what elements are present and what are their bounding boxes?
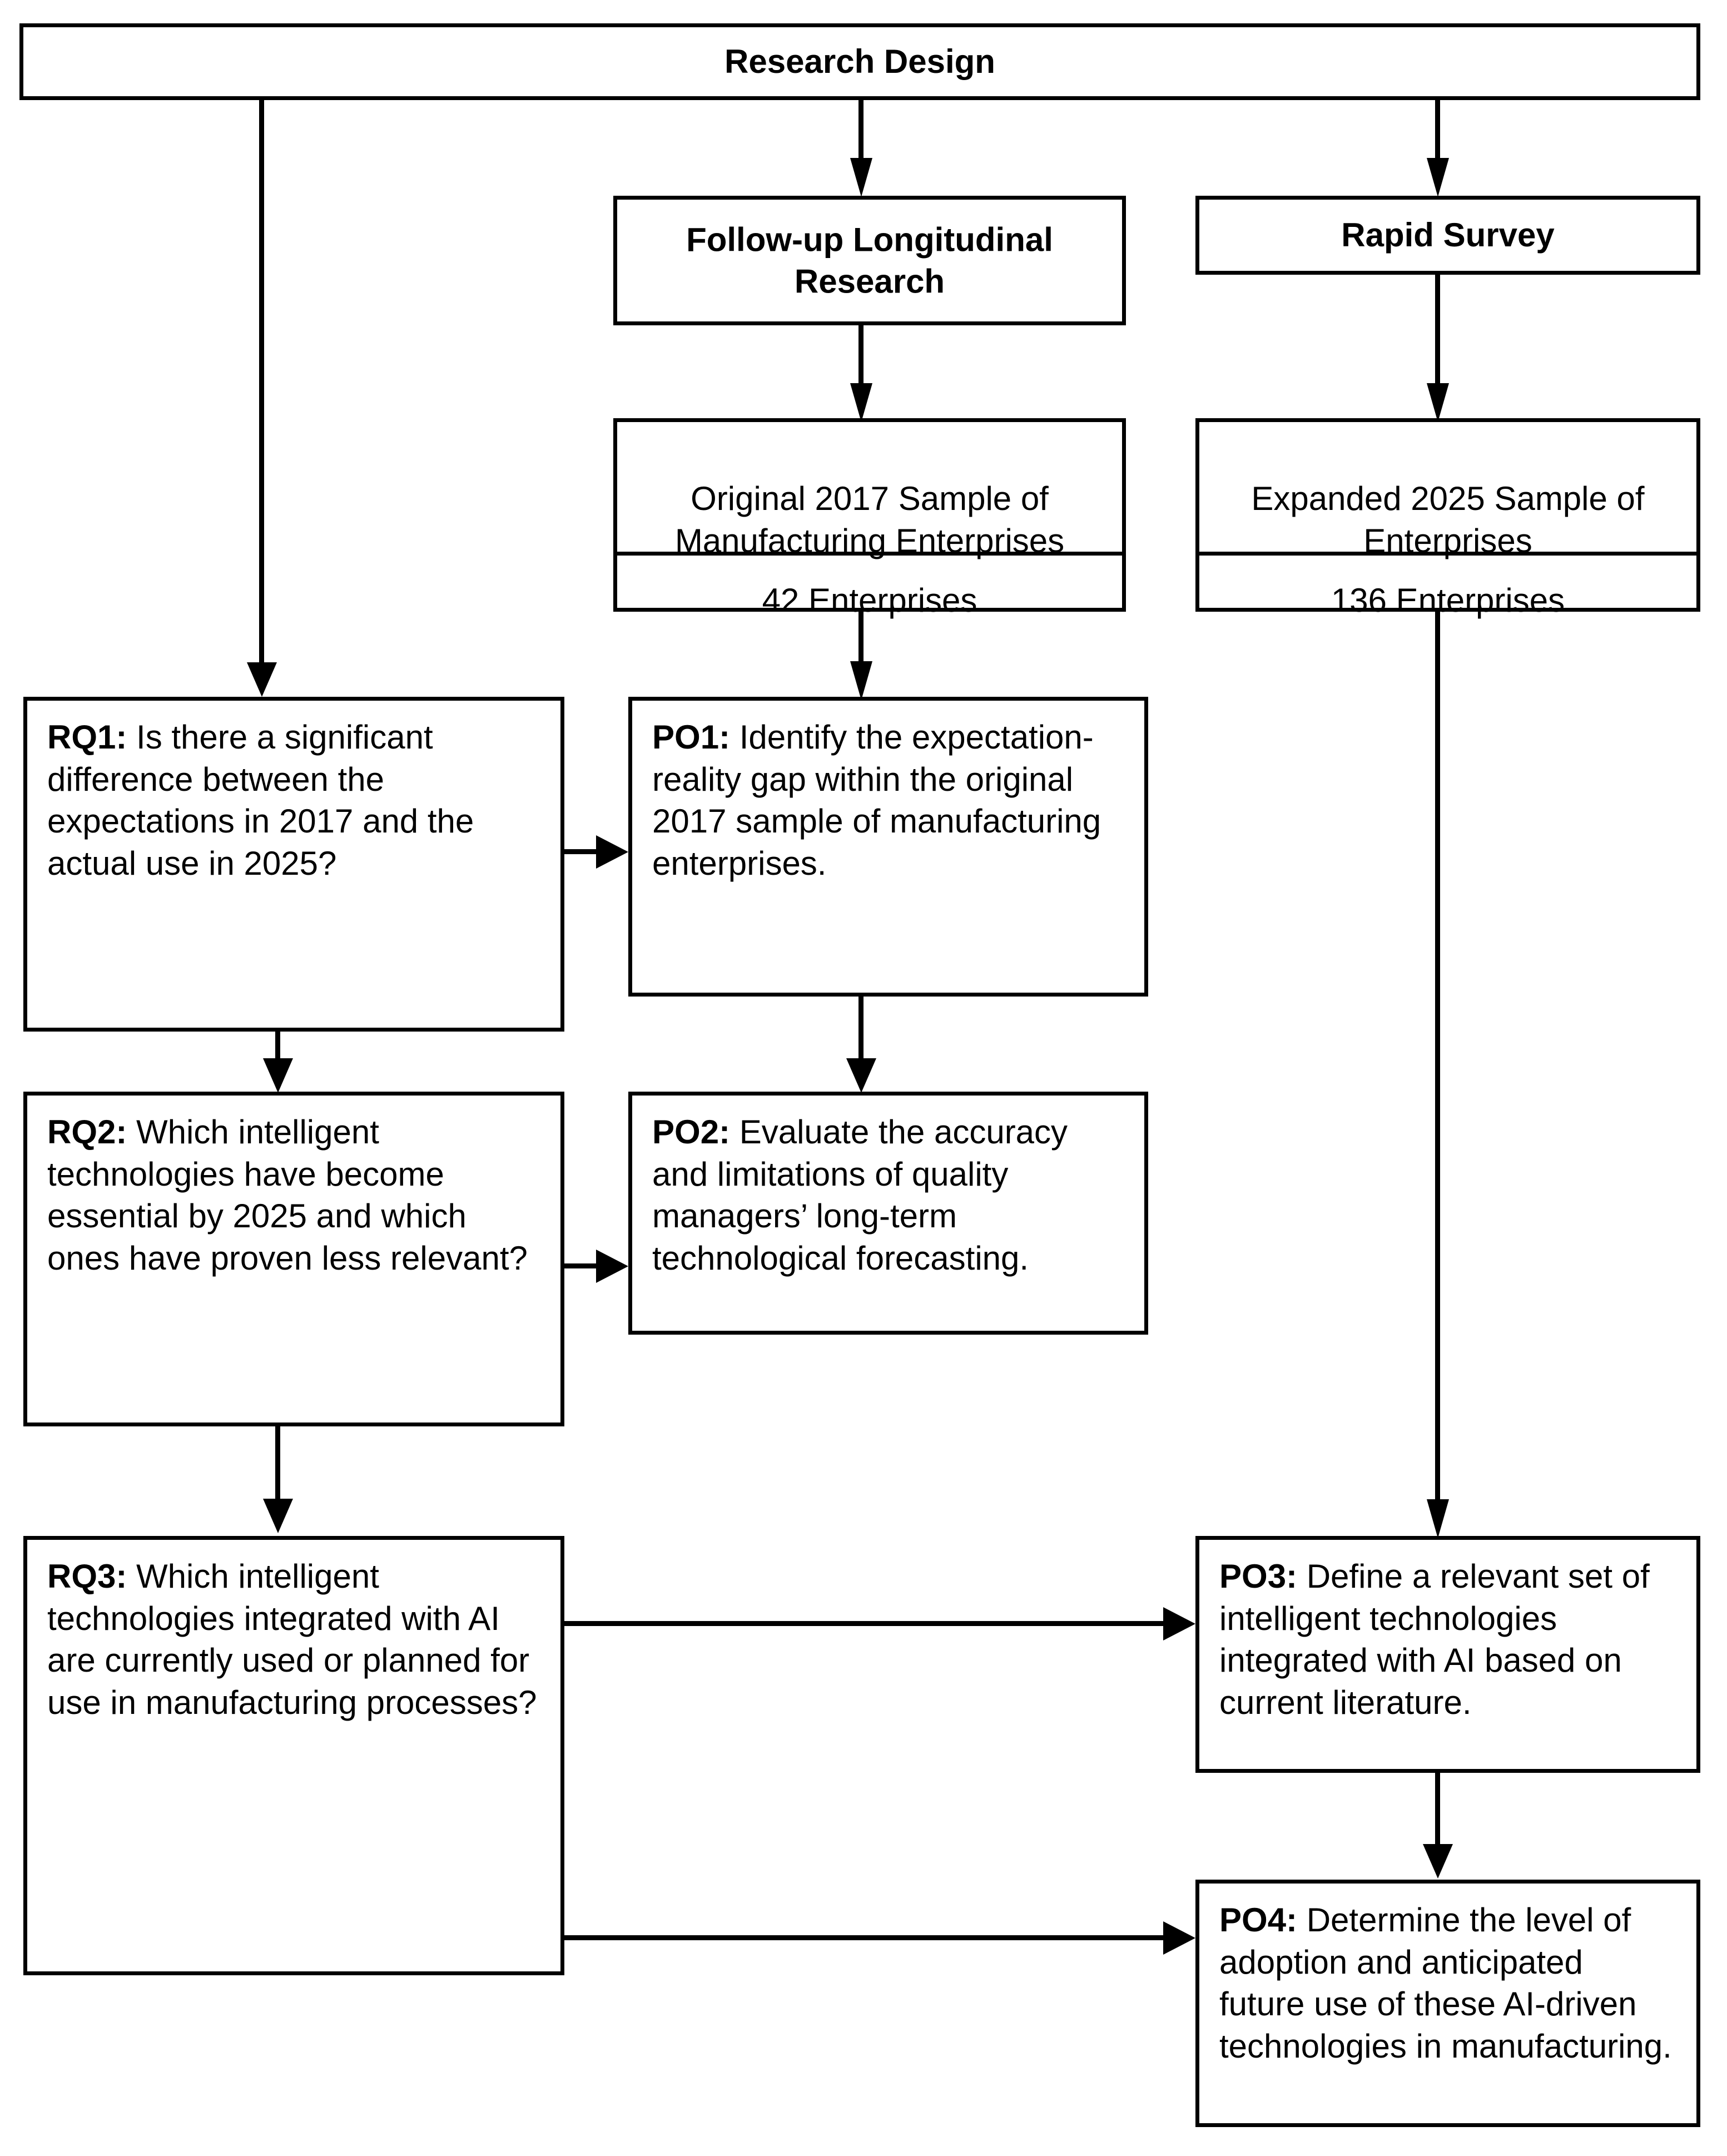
node-po4-body: Determine the level of adoption and anti… (1219, 1901, 1672, 2065)
arrowhead-rd-to-rq1 (247, 662, 277, 697)
node-original-sample-count: 42 Enterprises (762, 582, 977, 619)
node-followup-longitudinal-research[interactable]: Follow-up Longitudinal Research (613, 196, 1126, 325)
node-po1-body: Identify the expectation-reality gap wit… (652, 718, 1101, 882)
node-po1-tag: PO1: (652, 718, 731, 756)
node-expanded-2025-sample[interactable]: Expanded 2025 Sample of Enterprises 136 … (1195, 418, 1700, 619)
arrowhead-rapid-survey-to-expanded-sample (1427, 383, 1449, 422)
connector-rq2-to-po2 (562, 1263, 598, 1268)
connector-rq3-to-po3 (562, 1621, 1165, 1626)
node-po4-text: PO4: Determine the level of adoption and… (1199, 1899, 1696, 2067)
node-po3-text: PO3: Define a relevant set of intelligen… (1199, 1555, 1696, 1723)
node-rq2[interactable]: RQ2: Which intelligent technologies have… (23, 1092, 564, 1426)
arrowhead-original-sample-to-po1 (850, 661, 872, 700)
node-rq3[interactable]: RQ3: Which intelligent technologies inte… (23, 1536, 564, 1975)
node-po2-body: Evaluate the accuracy and limitations of… (652, 1113, 1068, 1277)
node-rq1[interactable]: RQ1: Is there a significant difference b… (23, 697, 564, 1032)
node-rq1-text: RQ1: Is there a significant difference b… (27, 716, 560, 884)
arrowhead-rq1-to-po1 (596, 835, 628, 869)
arrowhead-rq2-to-po2 (596, 1250, 628, 1283)
connector-rd-to-rq1 (259, 98, 264, 663)
connector-rapid-survey-to-expanded-sample (1435, 275, 1440, 384)
arrowhead-followup-to-original-sample (850, 383, 872, 422)
connector-rq1-to-rq2 (275, 1032, 280, 1060)
connector-rq2-to-rq3 (275, 1426, 280, 1500)
node-rapid-survey-label: Rapid Survey (1341, 216, 1555, 254)
connector-original-sample-to-po1 (858, 612, 864, 662)
divider-original-sample (613, 552, 1126, 556)
connector-followup-to-original-sample (858, 325, 864, 384)
arrowhead-rq3-to-po4 (1163, 1921, 1195, 1955)
connector-expanded-sample-to-po3 (1435, 612, 1440, 1500)
node-rq3-text: RQ3: Which intelligent technologies inte… (27, 1555, 560, 1723)
node-rq3-body: Which intelligent technologies integrate… (47, 1558, 537, 1721)
arrowhead-rq3-to-po3 (1163, 1607, 1195, 1640)
node-research-design[interactable]: Research Design (19, 23, 1700, 100)
node-followup-label: Follow-up Longitudinal Research (686, 220, 1053, 300)
connector-po3-to-po4 (1435, 1773, 1440, 1845)
arrowhead-rq1-to-rq2 (263, 1058, 293, 1093)
connector-rd-to-followup (858, 98, 864, 159)
node-po3-body: Define a relevant set of intelligent tec… (1219, 1558, 1650, 1721)
node-rq3-tag: RQ3: (47, 1558, 127, 1595)
divider-expanded-sample (1195, 552, 1700, 556)
node-original-sample-label: Original 2017 Sample of Manufacturing En… (674, 480, 1065, 559)
node-rapid-survey[interactable]: Rapid Survey (1195, 196, 1700, 275)
connector-rd-to-rapid-survey (1435, 98, 1440, 159)
arrowhead-po3-to-po4 (1423, 1844, 1453, 1879)
arrowhead-rd-to-rapid-survey (1427, 158, 1449, 197)
arrowhead-expanded-sample-to-po3 (1427, 1499, 1449, 1538)
node-po2-text: PO2: Evaluate the accuracy and limitatio… (632, 1111, 1144, 1279)
arrowhead-po1-to-po2 (846, 1058, 876, 1093)
connector-rq1-to-po1 (562, 849, 598, 854)
node-po4-tag: PO4: (1219, 1901, 1298, 1939)
node-po2[interactable]: PO2: Evaluate the accuracy and limitatio… (628, 1092, 1148, 1335)
node-po1[interactable]: PO1: Identify the expectation-reality ga… (628, 697, 1148, 997)
node-po3-tag: PO3: (1219, 1558, 1298, 1595)
node-expanded-sample-label: Expanded 2025 Sample of Enterprises (1251, 480, 1645, 559)
connector-po1-to-po2 (858, 997, 864, 1060)
arrowhead-rd-to-followup (850, 158, 872, 197)
node-po2-tag: PO2: (652, 1113, 731, 1151)
node-research-design-label: Research Design (724, 43, 995, 81)
node-po3[interactable]: PO3: Define a relevant set of intelligen… (1195, 1536, 1700, 1773)
node-rq2-text: RQ2: Which intelligent technologies have… (27, 1111, 560, 1279)
node-po4[interactable]: PO4: Determine the level of adoption and… (1195, 1880, 1700, 2127)
arrowhead-rq2-to-rq3 (263, 1499, 293, 1533)
node-po1-text: PO1: Identify the expectation-reality ga… (632, 716, 1144, 884)
node-expanded-sample-count: 136 Enterprises (1331, 582, 1565, 619)
node-rq2-tag: RQ2: (47, 1113, 127, 1151)
node-rq2-body: Which intelligent technologies have beco… (47, 1113, 528, 1277)
node-original-2017-sample[interactable]: Original 2017 Sample of Manufacturing En… (613, 418, 1126, 619)
node-rq1-tag: RQ1: (47, 718, 127, 756)
node-rq1-body: Is there a significant difference betwee… (47, 718, 474, 882)
connector-rq3-to-po4 (562, 1935, 1165, 1940)
